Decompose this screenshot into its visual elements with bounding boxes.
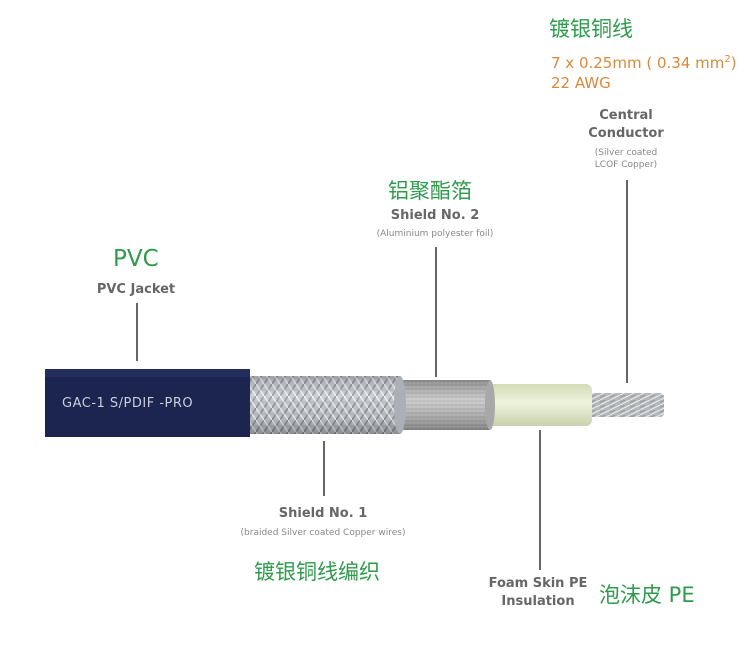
central-conductor-label-1: Central bbox=[599, 108, 653, 123]
shield2-sub: (Aluminium polyester foil) bbox=[376, 229, 494, 239]
shield2-label: Shield No. 2 bbox=[390, 208, 480, 223]
central-conductor-label-2: Conductor bbox=[588, 126, 664, 141]
shield1-label: Shield No. 1 bbox=[278, 506, 368, 521]
central-conductor-cn-title: 镀银铜线 bbox=[549, 17, 633, 41]
central-conductor-wire bbox=[578, 393, 664, 417]
conductor-spec-awg: 22 AWG bbox=[551, 74, 611, 92]
pvc-big-title: PVC bbox=[113, 246, 159, 272]
conductor-spec-size-prefix: 7 x 0.25mm ( 0.34 mm bbox=[551, 54, 725, 72]
leader-line-shield1 bbox=[323, 441, 325, 496]
foam-insulation-layer bbox=[482, 384, 592, 426]
shield1-sub: (braided Silver coated Copper wires) bbox=[240, 528, 406, 538]
central-conductor-sub-1: (Silver coated bbox=[594, 148, 658, 158]
central-conductor-sub-2: LCOF Copper) bbox=[594, 160, 658, 170]
conductor-spec-size-sup: 2 bbox=[724, 54, 731, 65]
insulation-label-1: Foam Skin PE bbox=[488, 576, 588, 591]
shield2-cn-title: 铝聚酯箔 bbox=[388, 179, 472, 203]
leader-line-shield2 bbox=[435, 247, 437, 377]
pvc-jacket-layer bbox=[45, 369, 250, 437]
jacket-print-text: GAC-1 S/PDIF -PRO bbox=[62, 396, 194, 411]
insulation-cn-title: 泡沫皮 PE bbox=[599, 583, 695, 607]
conductor-spec-size-suffix: ) bbox=[730, 54, 737, 72]
leader-line-conductor bbox=[626, 180, 628, 383]
insulation-label-2: Insulation bbox=[501, 594, 575, 609]
conductor-spec-size: 7 x 0.25mm ( 0.34 mm2) bbox=[551, 54, 737, 72]
shield1-cn-title: 镀银铜线编织 bbox=[254, 560, 380, 584]
leader-line-insulation bbox=[539, 430, 541, 570]
leader-line-jacket bbox=[136, 303, 138, 361]
pvc-jacket-label: PVC Jacket bbox=[96, 282, 176, 297]
